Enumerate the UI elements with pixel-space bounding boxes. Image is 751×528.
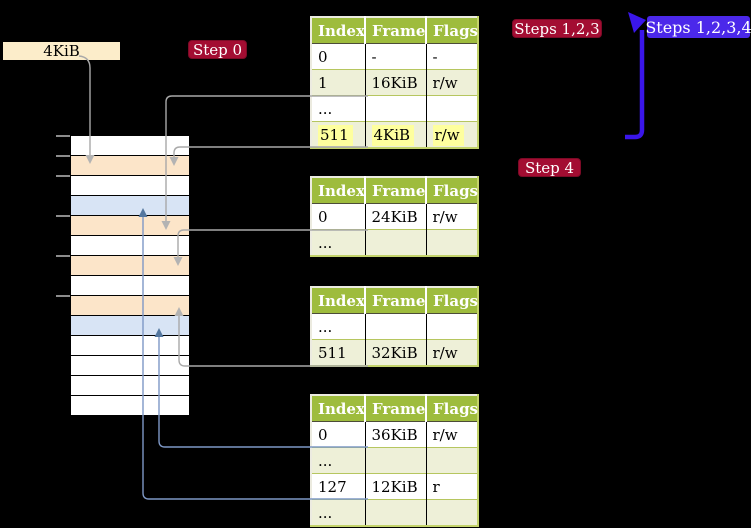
column-header-index: Index xyxy=(311,177,366,204)
frame-cell: 4KiB xyxy=(365,121,427,148)
index-cell: 0 xyxy=(311,43,366,70)
memory-row-12 xyxy=(71,356,189,376)
memory-row-9 xyxy=(71,296,189,316)
table-row: 511 32KiB r/w xyxy=(311,339,478,366)
table-header-row: Index Frame Flags xyxy=(311,17,478,44)
frame-cell: 12KiB xyxy=(365,473,427,500)
table-row: 127 12KiB r xyxy=(311,473,478,500)
frame-cell xyxy=(365,95,427,122)
frame-cell: 36KiB xyxy=(365,421,427,448)
memory-row-8 xyxy=(71,276,189,296)
index-cell: ... xyxy=(311,447,366,474)
frame-cell xyxy=(365,313,427,340)
frame-cell xyxy=(365,499,427,526)
table-header-row: Index Frame Flags xyxy=(311,395,478,422)
flags-cell xyxy=(426,229,478,256)
table-row: 1 16KiB r/w xyxy=(311,69,478,96)
memory-row-6 xyxy=(71,236,189,256)
flags-cell: r xyxy=(426,473,478,500)
frame-cell xyxy=(365,229,427,256)
index-cell: 1 xyxy=(311,69,366,96)
memory-row-1 xyxy=(71,136,189,156)
badge-step-0: Step 0 xyxy=(188,40,247,59)
memory-row-3 xyxy=(71,176,189,196)
memory-row-2 xyxy=(71,156,189,176)
badge-steps-1-2-3: Steps 1,2,3 xyxy=(512,19,602,38)
memory-row-14 xyxy=(71,396,189,416)
flags-cell xyxy=(426,499,478,526)
table-row: ... xyxy=(311,95,478,122)
flags-cell: - xyxy=(432,47,438,66)
table-row: ... xyxy=(311,499,478,526)
index-cell: ... xyxy=(311,499,366,526)
frame-cell: - xyxy=(365,43,427,70)
frame-size-label: 4KiB xyxy=(3,42,120,60)
index-cell: ... xyxy=(311,229,366,256)
flags-cell: r/w xyxy=(426,121,478,148)
memory-row-7 xyxy=(71,256,189,276)
table-row: ... xyxy=(311,229,478,256)
column-header-index: Index xyxy=(311,287,366,314)
memory-row-13 xyxy=(71,376,189,396)
index-cell: 0 xyxy=(311,203,366,230)
page-table-3: Index Frame Flags ... 511 32KiB r/w xyxy=(310,286,479,367)
memory-row-5 xyxy=(71,216,189,236)
memory-row-4 xyxy=(71,196,189,216)
column-header-frame: Frame xyxy=(365,17,427,44)
frame-cell: 16KiB xyxy=(365,69,427,96)
table-header-row: Index Frame Flags xyxy=(311,287,478,314)
flags-cell: r/w xyxy=(432,207,458,226)
index-cell: 511 xyxy=(311,339,366,366)
frame-cell: 24KiB xyxy=(365,203,427,230)
index-cell: 127 xyxy=(311,473,366,500)
memory-row-11 xyxy=(71,336,189,356)
column-header-frame: Frame xyxy=(365,177,427,204)
table-row: 0 24KiB r/w xyxy=(311,203,478,230)
flags-cell xyxy=(426,314,478,340)
badge-steps-1-2-3-4: Steps 1,2,3,4 xyxy=(645,16,751,38)
flags-cell: r/w xyxy=(426,69,478,96)
table-header-row: Index Frame Flags xyxy=(311,177,478,204)
column-header-index: Index xyxy=(311,17,366,44)
frame-cell xyxy=(365,447,427,474)
badge-step-4: Step 4 xyxy=(518,158,581,177)
table-row: ... xyxy=(311,313,478,340)
column-header-flags: Flags xyxy=(426,287,478,314)
physical-memory-column xyxy=(71,135,189,416)
column-header-frame: Frame xyxy=(365,287,427,314)
table-row: 0 - - xyxy=(311,43,478,70)
flags-cell: r/w xyxy=(426,339,478,366)
highlight: 511 xyxy=(318,124,353,146)
flags-cell xyxy=(426,95,478,122)
column-header-frame: Frame xyxy=(365,395,427,422)
flags-cell: r/w xyxy=(432,425,458,444)
highlight: 4KiB xyxy=(371,124,415,146)
table-row: ... xyxy=(311,447,478,474)
frame-cell: 32KiB xyxy=(365,339,427,366)
page-table-2: Index Frame Flags 0 24KiB r/w ... xyxy=(310,176,479,257)
column-header-index: Index xyxy=(311,395,366,422)
loop-arrow-line xyxy=(625,30,645,140)
column-header-flags: Flags xyxy=(426,17,478,44)
memory-row-10 xyxy=(71,316,189,336)
page-table-1: Index Frame Flags 0 - - 1 16KiB r/w ... xyxy=(310,16,479,149)
up-left-arrow-icon xyxy=(628,12,646,33)
page-table-4: Index Frame Flags 0 36KiB r/w ... 127 12… xyxy=(310,394,479,527)
index-cell: ... xyxy=(311,95,366,122)
column-header-flags: Flags xyxy=(426,395,478,422)
highlight: r/w xyxy=(432,124,464,146)
flags-cell xyxy=(426,447,478,474)
index-cell: 0 xyxy=(311,421,366,448)
index-cell: ... xyxy=(311,313,366,340)
table-row-highlighted: 511 4KiB r/w xyxy=(311,121,478,148)
column-header-flags: Flags xyxy=(426,177,478,204)
index-cell: 511 xyxy=(311,121,366,148)
table-row: 0 36KiB r/w xyxy=(311,421,478,448)
